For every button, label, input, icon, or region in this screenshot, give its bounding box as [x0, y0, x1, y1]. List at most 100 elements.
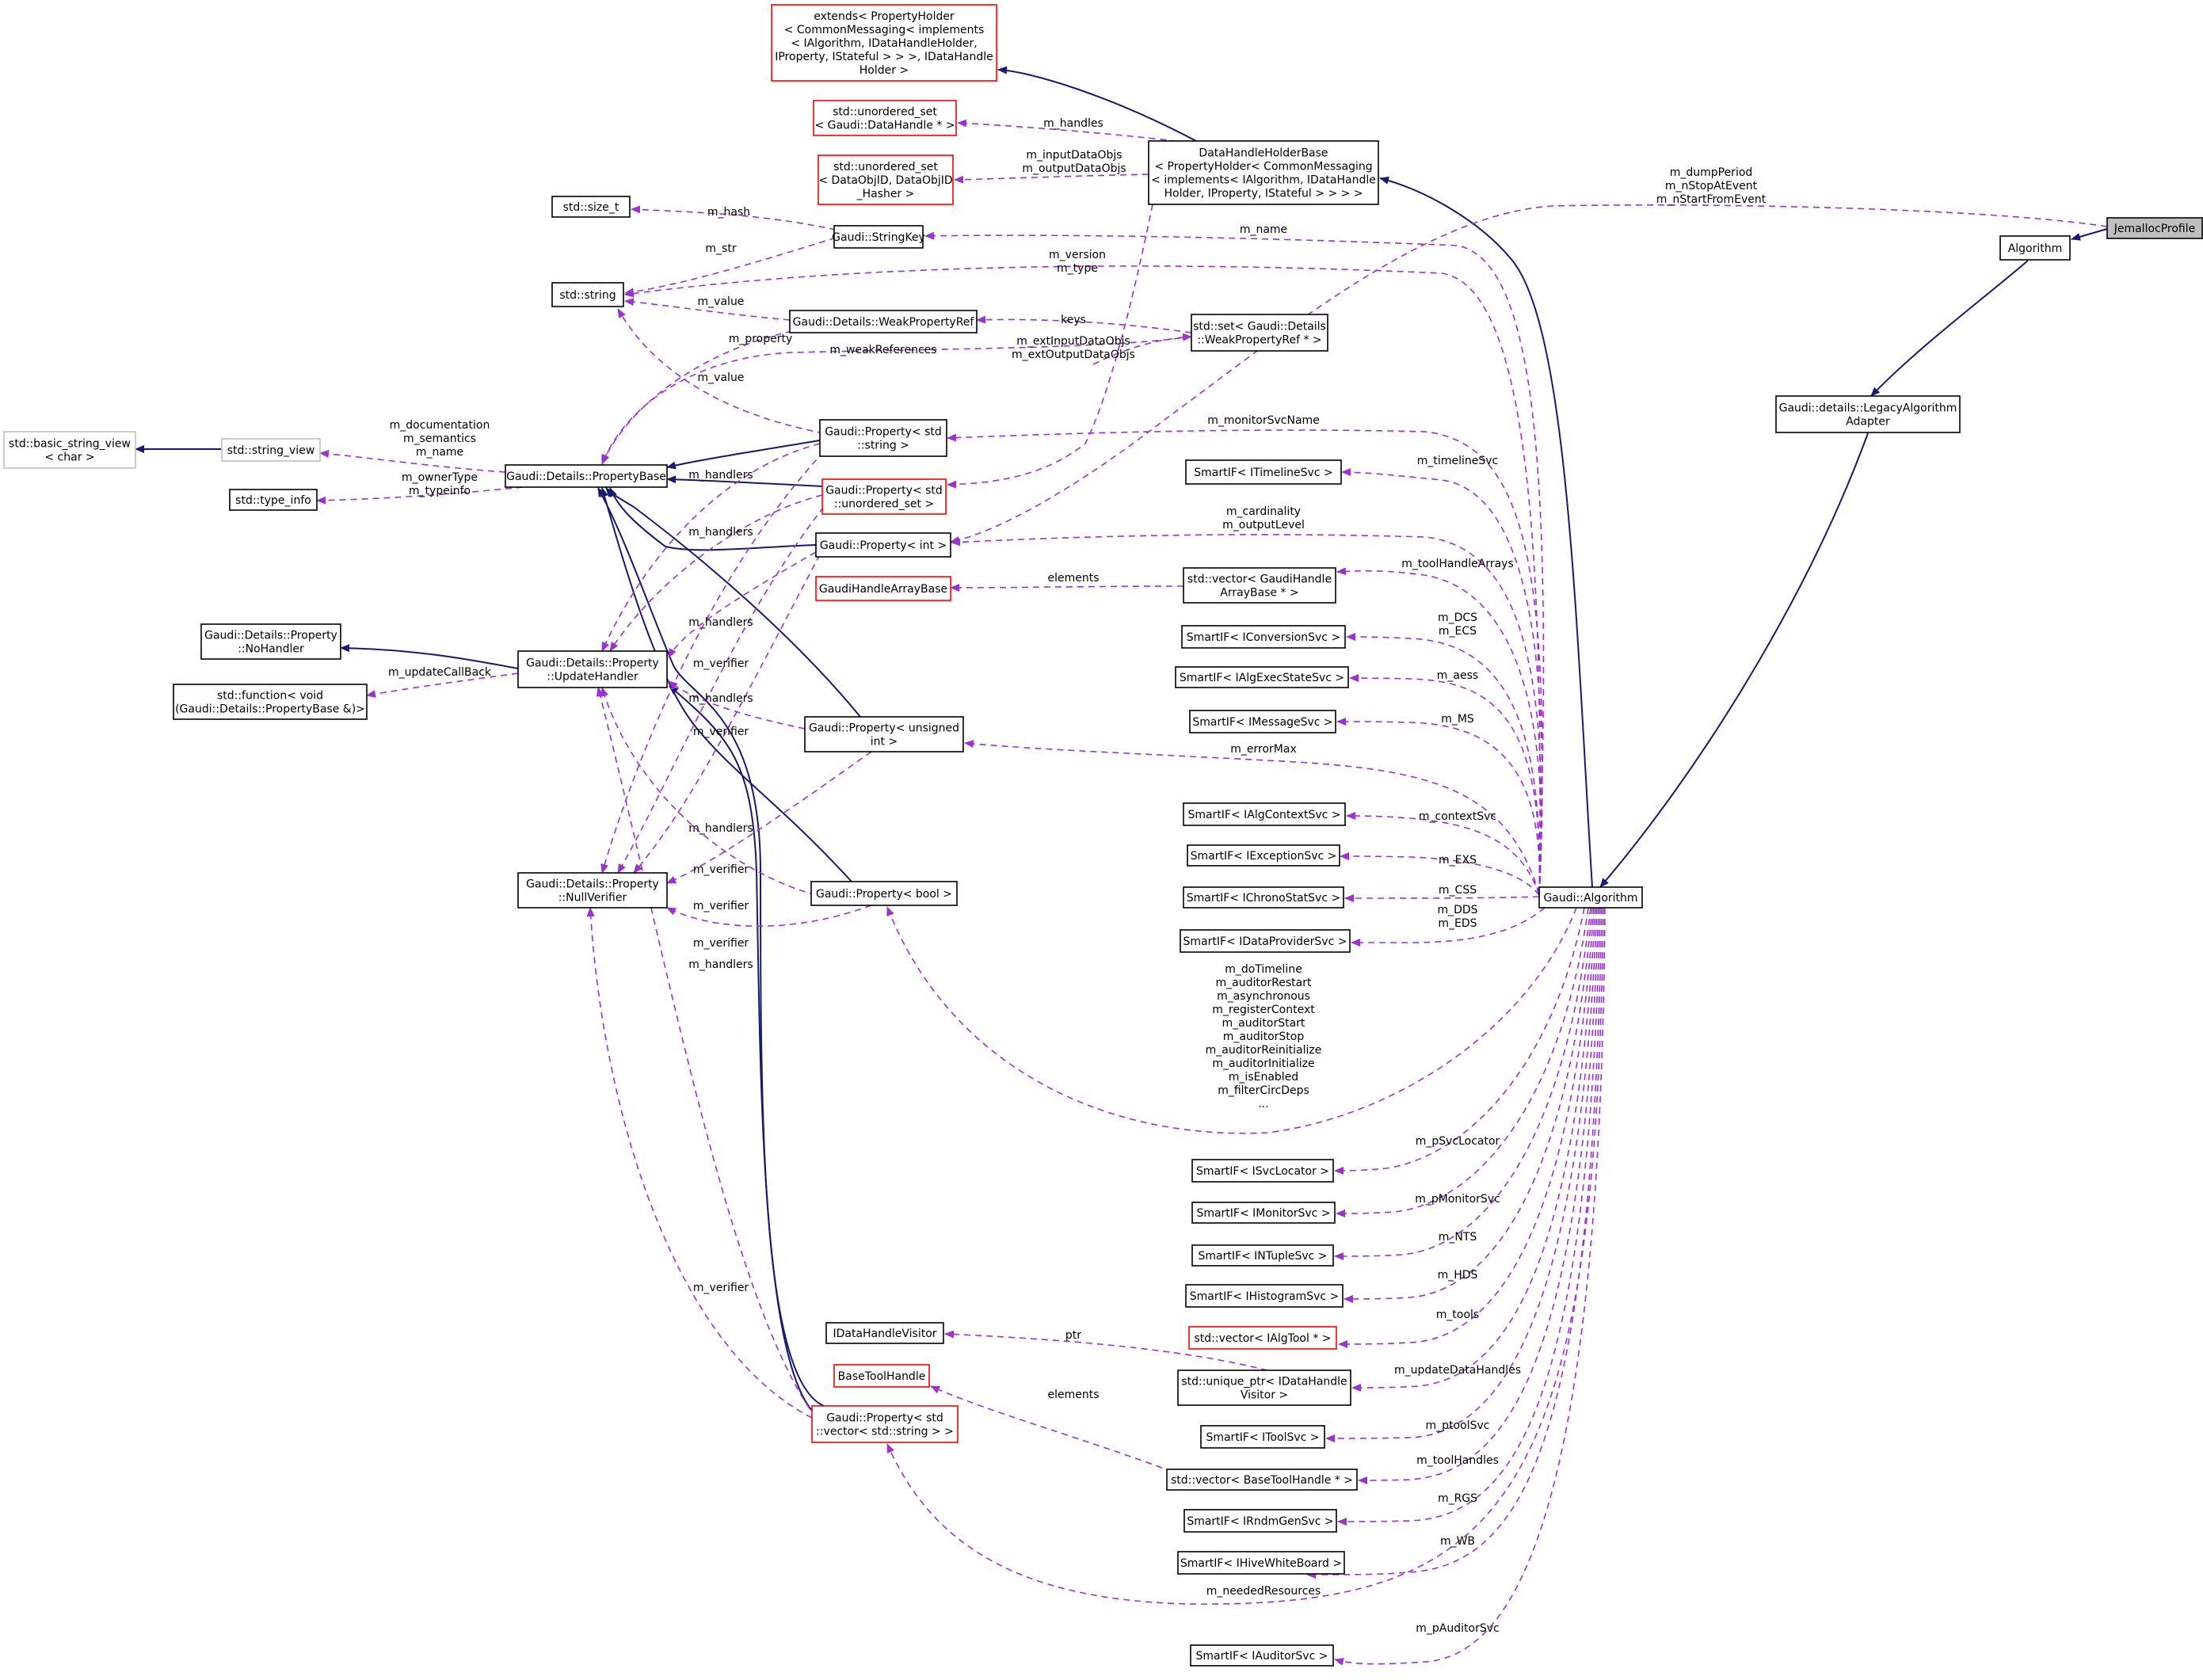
edge-label-line: m_DCS [1438, 611, 1477, 624]
edge-label-m-str: m_str [705, 242, 736, 255]
use-propstring-string [617, 308, 825, 434]
node-dataprov[interactable]: SmartIF< IDataProviderSvc > [1180, 929, 1351, 953]
node-prop-vecstr[interactable]: Gaudi::Property< std::vector< std::strin… [811, 1405, 959, 1443]
node-nohandler[interactable]: Gaudi::Details::Property::NoHandler [200, 623, 341, 660]
edge-label-line: m_auditorReinitialize [1206, 1044, 1322, 1057]
node-vec-tool[interactable]: std::vector< IAlgTool * > [1188, 1326, 1337, 1350]
node-basetool[interactable]: BaseToolHandle [833, 1364, 930, 1388]
node-nullverifier[interactable]: Gaudi::Details::Property::NullVerifier [517, 872, 668, 909]
node-dhvisitor[interactable]: IDataHandleVisitor [825, 1322, 944, 1344]
node-vec-gh[interactable]: std::vector< GaudiHandleArrayBase * > [1183, 567, 1336, 604]
node-toolsvc[interactable]: SmartIF< IToolSvc > [1200, 1425, 1325, 1449]
node-uset-objid[interactable]: std::unordered_set< DataObjID, DataObjID… [818, 154, 954, 205]
node-ntuple[interactable]: SmartIF< INTupleSvc > [1191, 1244, 1334, 1267]
node-conversion[interactable]: SmartIF< IConversionSvc > [1181, 625, 1346, 649]
edge-label-m-nts: m_NTS [1439, 1231, 1477, 1244]
node-bsv[interactable]: std::basic_string_view< char > [3, 431, 136, 469]
use-propstring-nullverifier [600, 451, 825, 874]
use-gaudialg-vecbth [1358, 907, 1599, 1484]
node-rndm[interactable]: SmartIF< IRndmGenSvc > [1183, 1509, 1337, 1533]
node-prop-int[interactable]: Gaudi::Property< int > [815, 532, 951, 558]
node-weakprop[interactable]: Gaudi::Details::WeakPropertyRef [789, 310, 978, 333]
node-box [813, 100, 957, 136]
inherit-propbool-propbase [600, 487, 852, 882]
node-label: Gaudi::Details::Property [204, 630, 337, 642]
node-execstate[interactable]: SmartIF< IAlgExecStateSvc > [1175, 666, 1349, 688]
node-vec-bth[interactable]: std::vector< BaseToolHandle * > [1166, 1469, 1358, 1491]
node-gharray[interactable]: GaudiHandleArrayBase [815, 576, 951, 601]
use-gaudialg-vectool [1338, 907, 1595, 1348]
node-prop-uset[interactable]: Gaudi::Property< std::unordered_set > [821, 478, 947, 515]
edge-label-line: m_documentation [390, 419, 490, 432]
node-propbase[interactable]: Gaudi::Details::PropertyBase [505, 464, 668, 488]
node-context[interactable]: SmartIF< IAlgContextSvc > [1183, 802, 1346, 826]
node-svcloc[interactable]: SmartIF< ISvcLocator > [1191, 1159, 1334, 1183]
node-label: ::NoHandler [238, 643, 304, 656]
edge-label-line: keys [1061, 314, 1086, 326]
node-stdfunc[interactable]: std::function< void(Gaudi::Details::Prop… [173, 684, 368, 720]
use-propuint-updatehandler [668, 680, 806, 730]
inherit-propuset-propbase [666, 475, 823, 487]
node-label: SmartIF< IChronoStatSvc > [1187, 892, 1340, 905]
node-set-weak[interactable]: std::set< Gaudi::Details::WeakPropertyRe… [1191, 314, 1328, 352]
node-gaudi-alg[interactable]: Gaudi::Algorithm [1538, 886, 1643, 909]
node-exception[interactable]: SmartIF< IExceptionSvc > [1187, 844, 1340, 867]
edge-label-line: m_EXS [1439, 854, 1477, 867]
node-uptr[interactable]: std::unique_ptr< IDataHandleVisitor > [1177, 1370, 1351, 1406]
node-size-t[interactable]: std::size_t [551, 196, 631, 218]
node-stringkey[interactable]: Gaudi::StringKey [832, 225, 925, 249]
node-jemalloc[interactable]: JemallocProfile [2106, 217, 2203, 239]
node-box [815, 576, 951, 601]
node-box [1183, 567, 1336, 604]
node-message[interactable]: SmartIF< IMessageSvc > [1189, 710, 1336, 733]
node-hive[interactable]: SmartIF< IHiveWhiteBoard > [1177, 1551, 1345, 1575]
node-dhhb[interactable]: DataHandleHolderBase< PropertyHolder< Co… [1148, 140, 1379, 205]
node-chrono[interactable]: SmartIF< IChronoStatSvc > [1183, 886, 1344, 909]
use-dhhb-propuset [947, 204, 1153, 489]
edge-label-m-ptoolsvc: m_ptoolSvc [1426, 1419, 1490, 1432]
use-gaudialg-rndm [1337, 907, 1601, 1526]
edge-label-elements1: elements [1047, 572, 1099, 585]
node-timeline[interactable]: SmartIF< ITimelineSvc > [1185, 459, 1342, 485]
node-string-view[interactable]: std::string_view [221, 438, 321, 462]
node-prop-string[interactable]: Gaudi::Property< std::string > [819, 419, 947, 457]
diagram-nodes: JemallocProfileAlgorithmGaudi::details::… [3, 4, 2203, 1667]
node-label: _Hasher > [856, 188, 915, 200]
use-gaudialg-vecgh [1336, 567, 1542, 896]
node-extends[interactable]: extends< PropertyHolder< CommonMessaging… [771, 4, 997, 82]
node-label: extends< PropertyHolder [814, 10, 955, 23]
node-label: Holder > [859, 64, 909, 77]
use-gaudialg-dataprov [1351, 907, 1546, 947]
use-gaudialg-auditor [1334, 907, 1606, 1666]
edge-label-line: m_updateDataHandles [1394, 1364, 1521, 1377]
node-label: < DataObjID, DataObjID [818, 174, 952, 187]
use-propbase-typeinfo [316, 486, 524, 505]
edge-label-line: ptr [1065, 1329, 1081, 1342]
node-updatehandler[interactable]: Gaudi::Details::Property::UpdateHandler [517, 650, 668, 688]
inherit-propstring-propbase [666, 440, 821, 470]
node-type-info[interactable]: std::type_info [229, 489, 318, 511]
node-prop-bool[interactable]: Gaudi::Property< bool > [810, 881, 958, 906]
use-uptr-dhvisitor [944, 1330, 1268, 1371]
node-auditor[interactable]: SmartIF< IAuditorSvc > [1190, 1644, 1334, 1667]
node-box [819, 419, 947, 457]
node-box [517, 872, 668, 909]
node-label: Gaudi::Property< std [825, 426, 942, 439]
node-label: Gaudi::Details::WeakPropertyRef [793, 316, 975, 329]
edge-label-line: m_verifier [693, 900, 749, 912]
node-histo[interactable]: SmartIF< IHistogramSvc > [1185, 1284, 1344, 1308]
edge-label-line: m_outputLevel [1222, 519, 1305, 531]
node-box [1190, 1644, 1334, 1667]
edge-label-m-ms: m_MS [1441, 713, 1474, 726]
node-label: std::type_info [235, 494, 311, 507]
node-string[interactable]: std::string [551, 282, 624, 307]
node-algorithm[interactable]: Algorithm [1999, 235, 2071, 261]
node-monitor[interactable]: SmartIF< IMonitorSvc > [1191, 1202, 1336, 1224]
edge-label-line: m_asynchronous [1217, 990, 1310, 1003]
node-label: SmartIF< ITimelineSvc > [1194, 467, 1332, 479]
node-uset-handle[interactable]: std::unordered_set< Gaudi::DataHandle * … [813, 100, 957, 136]
